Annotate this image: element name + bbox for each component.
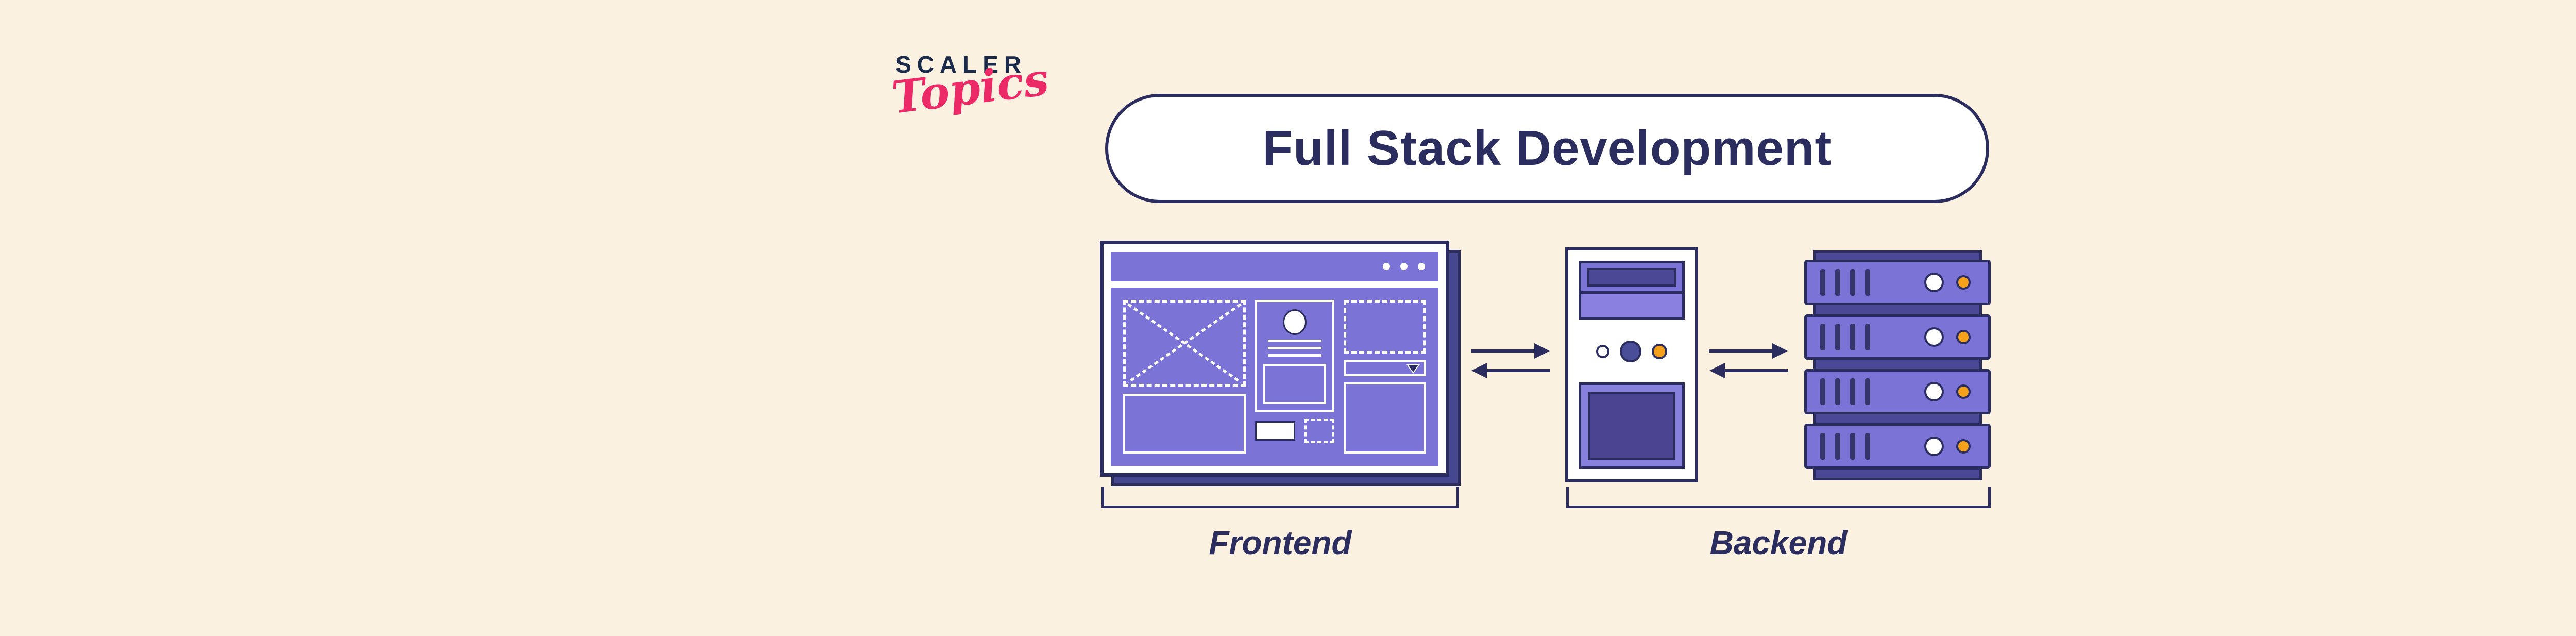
- server-lights: [1924, 327, 1971, 347]
- vent-slit: [1850, 378, 1855, 405]
- lower-panel-inset: [1588, 392, 1675, 460]
- server-lights: [1924, 273, 1971, 292]
- server-unit: [1804, 314, 1991, 360]
- indicator-light-white: [1596, 344, 1609, 358]
- server-lights: [1924, 382, 1971, 401]
- vent-slit: [1865, 378, 1870, 405]
- window-dot-icon: [1418, 263, 1425, 270]
- text-line-placeholder: [1268, 340, 1321, 342]
- vent-slit: [1865, 269, 1870, 296]
- vent-slits: [1820, 433, 1870, 460]
- vent-slit: [1850, 433, 1855, 460]
- inner-box-placeholder: [1263, 364, 1326, 404]
- dashed-box-placeholder: [1304, 419, 1334, 443]
- vent-slits: [1820, 269, 1870, 296]
- dashed-box-placeholder: [1344, 300, 1426, 354]
- vent-slit: [1865, 433, 1870, 460]
- vent-slit: [1835, 433, 1840, 460]
- drive-bay-slot: [1587, 268, 1676, 287]
- vent-slit: [1835, 324, 1840, 350]
- button-placeholder: [1255, 421, 1296, 441]
- backend-bracket: [1566, 487, 1991, 508]
- server-unit: [1804, 424, 1991, 469]
- page-title: Full Stack Development: [1262, 121, 1832, 176]
- x-cross-icon: [1126, 303, 1243, 384]
- content-box-placeholder: [1123, 394, 1246, 454]
- image-placeholder-icon: [1123, 300, 1246, 387]
- frontend-label: Frontend: [1209, 524, 1352, 561]
- vent-slit: [1865, 324, 1870, 350]
- logo-brand-text: SCALER: [895, 51, 1027, 78]
- wireframe-middle-column: [1255, 300, 1334, 454]
- content-box-placeholder: [1344, 382, 1426, 454]
- backend-label: Backend: [1709, 524, 1848, 561]
- lower-panel: [1579, 382, 1685, 469]
- front-panel: [1579, 291, 1685, 320]
- wireframe-bottom-row: [1255, 419, 1334, 443]
- window-dot-icon: [1400, 263, 1408, 270]
- window-dot-icon: [1383, 263, 1390, 270]
- browser-frame: [1100, 241, 1449, 477]
- arrow-right-icon: [1471, 349, 1534, 353]
- indicator-light-orange: [1956, 275, 1971, 290]
- server-rack-illustration: [1804, 250, 1991, 482]
- tower-indicator-row: [1579, 320, 1685, 382]
- arrow-left-icon: [1725, 369, 1788, 372]
- indicator-light-white: [1924, 382, 1944, 401]
- dropdown-triangle-icon: [1408, 365, 1418, 372]
- vent-slits: [1820, 324, 1870, 350]
- indicator-light-orange: [1956, 384, 1971, 399]
- drive-bay-panel: [1579, 261, 1685, 294]
- vent-slits: [1820, 378, 1870, 405]
- text-line-placeholder: [1268, 347, 1321, 349]
- avatar-placeholder-icon: [1283, 309, 1307, 335]
- browser-header-bar: [1111, 252, 1438, 281]
- browser-content-area: [1111, 288, 1438, 466]
- power-button-icon: [1620, 340, 1641, 362]
- vent-slit: [1835, 378, 1840, 405]
- vent-slit: [1835, 269, 1840, 296]
- indicator-light-orange: [1652, 343, 1667, 359]
- vent-slit: [1820, 378, 1825, 405]
- indicator-light-white: [1924, 437, 1944, 456]
- indicator-light-white: [1924, 273, 1944, 292]
- vent-slit: [1850, 269, 1855, 296]
- arrow-left-icon: [1487, 369, 1550, 372]
- indicator-light-white: [1924, 327, 1944, 347]
- profile-card-placeholder: [1255, 300, 1334, 412]
- dropdown-placeholder: [1344, 360, 1426, 376]
- vent-slit: [1820, 324, 1825, 350]
- vent-slit: [1820, 269, 1825, 296]
- indicator-light-orange: [1956, 330, 1971, 344]
- indicator-light-orange: [1956, 439, 1971, 454]
- vent-slit: [1820, 433, 1825, 460]
- wireframe-right-column: [1344, 300, 1426, 454]
- wireframe-left-column: [1123, 300, 1246, 454]
- frontend-browser-illustration: [1100, 241, 1461, 486]
- server-unit: [1804, 369, 1991, 414]
- arrow-right-icon: [1709, 349, 1772, 353]
- title-pill: Full Stack Development: [1105, 94, 1989, 203]
- server-unit: [1804, 260, 1991, 305]
- frontend-bracket: [1101, 487, 1459, 508]
- scaler-topics-logo: SCALER Topics: [889, 51, 1052, 124]
- vent-slit: [1850, 324, 1855, 350]
- server-lights: [1924, 437, 1971, 456]
- text-line-placeholder: [1268, 354, 1321, 357]
- desktop-tower-illustration: [1565, 247, 1698, 482]
